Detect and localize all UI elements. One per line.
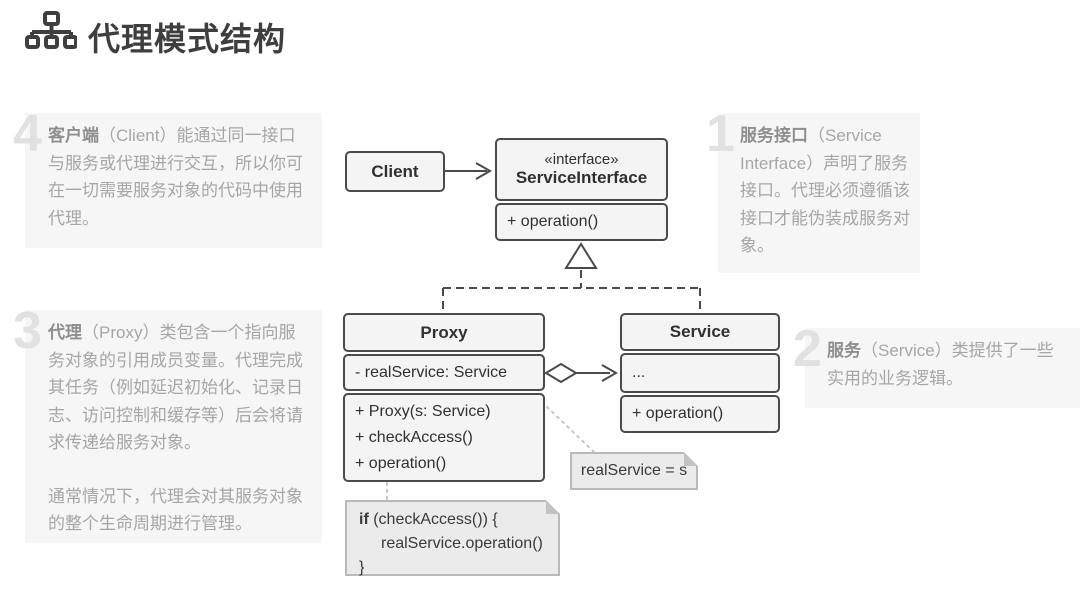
callout-service: 2 服务（Service）类提供了一些实用的业务逻辑。: [793, 323, 1080, 408]
aggregation-proxy-service: [544, 362, 619, 384]
callout-service-interface: 1 服务接口（Service Interface）声明了服务接口。代理必须遵循该…: [706, 108, 920, 273]
proxy-method-constructor: + Proxy(s: Service): [355, 402, 491, 420]
callout-service-interface-keyword: 服务接口: [740, 126, 808, 145]
interface-stereotype: «interface»: [544, 151, 619, 168]
structure-org-chart-icon: [25, 11, 77, 49]
callout-client: 4 客户端（Client）能通过同一接口与服务或代理进行交互，所以你可在一切需要…: [13, 108, 322, 248]
callout-service-interface-text: 服务接口（Service Interface）声明了服务接口。代理必须遵循该接口…: [740, 126, 910, 256]
interface-method: + operation(): [507, 213, 599, 230]
page-title: 代理模式结构: [88, 21, 287, 57]
class-service-interface: «interface» ServiceInterface + operation…: [495, 138, 668, 241]
service-method-operation: + operation(): [632, 405, 724, 422]
realization-triangle: [564, 242, 598, 269]
callout-proxy-text2: 通常情况下，代理会对其服务对象的整个生命周期进行管理。: [48, 486, 303, 534]
service-attribute-ellipsis: ...: [632, 364, 646, 381]
class-client: Client: [345, 151, 445, 192]
class-service: Service ... + operation(): [620, 313, 780, 433]
code-line-2: realService.operation(): [381, 535, 543, 552]
class-client-name: Client: [371, 161, 419, 181]
callout-number-2: 2: [793, 320, 822, 378]
note-real-service-assignment: realService = s: [570, 452, 698, 490]
proxy-attribute: - realService: Service: [355, 363, 508, 381]
callout-client-text: 客户端（Client）能通过同一接口与服务或代理进行交互，所以你可在一切需要服务…: [48, 126, 303, 228]
class-service-interface-name: ServiceInterface: [515, 168, 648, 187]
proxy-method-operation: + operation(): [355, 454, 447, 472]
class-proxy: Proxy - realService: Service + Proxy(s: …: [343, 313, 545, 482]
callout-number-1: 1: [706, 105, 735, 163]
note-check-access-code: if (checkAccess()) { realService.operati…: [345, 500, 560, 576]
callout-number-4: 4: [13, 105, 42, 163]
callout-service-text: 服务（Service）类提供了一些实用的业务逻辑。: [827, 341, 1054, 388]
callout-proxy-text: 代理（Proxy）类包含一个指向服务对象的引用成员变量。代理完成其任务（例如延迟…: [48, 323, 303, 453]
if-keyword: if: [359, 511, 369, 528]
callout-proxy-keyword: 代理: [48, 323, 82, 342]
code-line-1: if (checkAccess()) {: [359, 511, 498, 528]
code-line-3: }: [359, 559, 365, 576]
callout-client-keyword: 客户端: [48, 126, 99, 145]
class-proxy-name: Proxy: [420, 322, 468, 342]
class-service-name: Service: [669, 322, 731, 341]
realization-dashed-lines: [442, 270, 701, 311]
callout-service-keyword: 服务: [827, 341, 861, 360]
callout-proxy: 3 代理（Proxy）类包含一个指向服务对象的引用成员变量。代理完成其任务（例如…: [13, 305, 322, 543]
proxy-method-check-access: + checkAccess(): [355, 428, 473, 446]
callout-number-3: 3: [13, 302, 42, 360]
note-assignment-text: realService = s: [580, 462, 688, 479]
association-client-interface: [445, 162, 493, 180]
